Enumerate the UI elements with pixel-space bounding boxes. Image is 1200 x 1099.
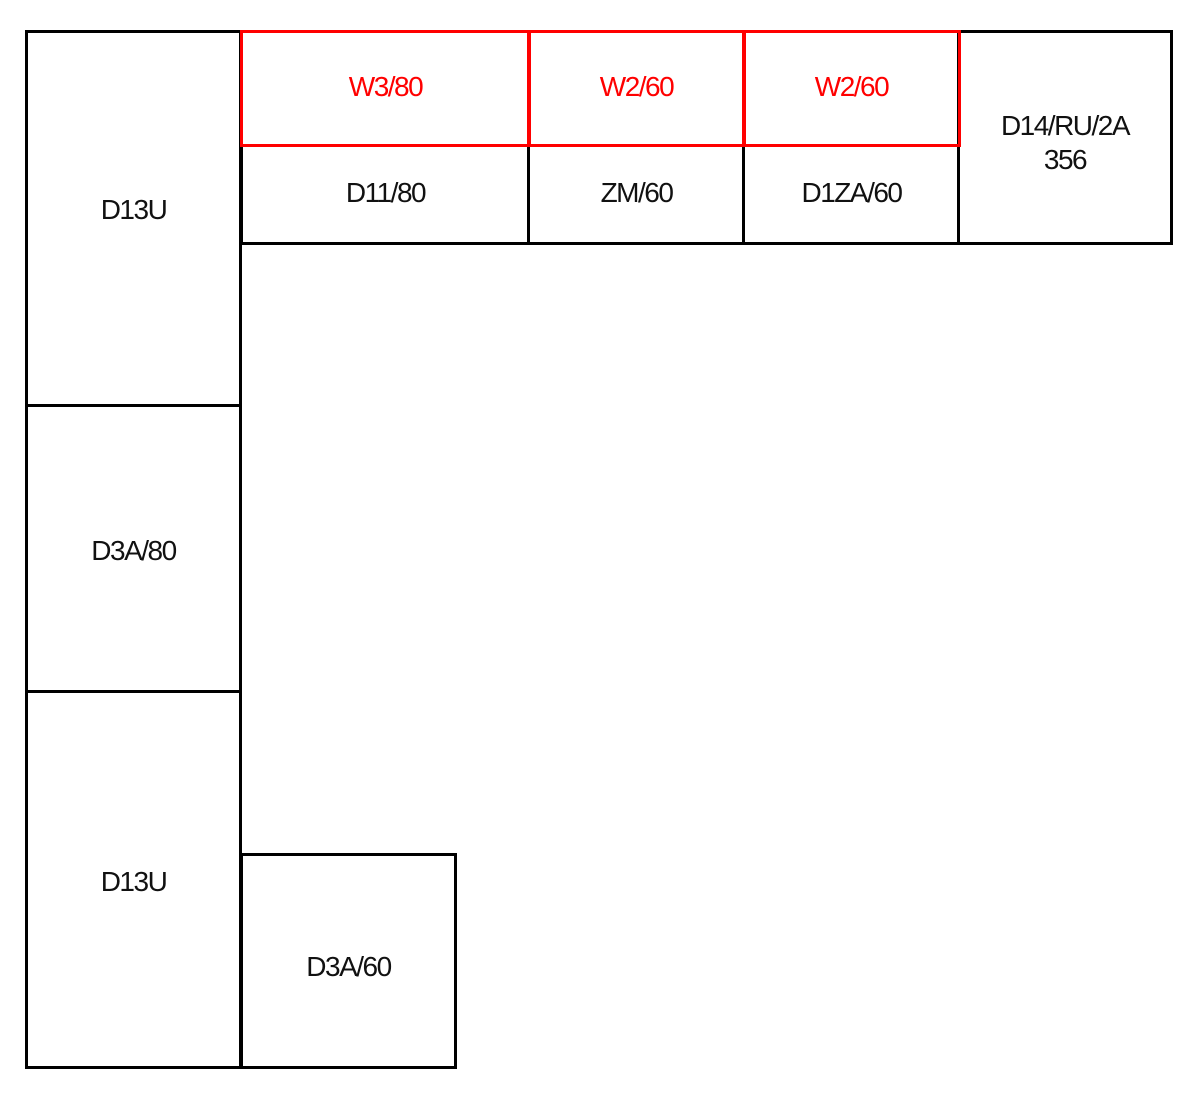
cabinet-label: D3A/80 <box>91 535 177 566</box>
base-cabinet-zm-60[interactable]: ZM/60 <box>527 30 746 245</box>
cabinet-label: D1ZA/60 <box>801 177 904 208</box>
base-cabinet-d3a-60[interactable]: D3A/60 <box>240 853 457 1069</box>
wall-cabinet-w2-60-second[interactable]: W2/60 <box>742 30 961 147</box>
wall-cabinet-w3-80[interactable]: W3/80 <box>240 30 531 147</box>
cabinet-label: D13U <box>100 866 168 897</box>
wall-cabinet-label: W3/80 <box>348 71 424 102</box>
wall-cabinet-label: W2/60 <box>599 71 675 102</box>
cabinet-label: D3A/60 <box>306 951 392 982</box>
base-cabinet-d11-80[interactable]: D11/80 <box>240 30 531 245</box>
base-cabinet-d13u-bottom[interactable]: D13U <box>25 690 242 1069</box>
cabinet-label: D11/80 <box>345 177 427 208</box>
base-cabinet-d13u-top[interactable]: D13U <box>25 30 242 408</box>
cabinet-label: D13U <box>100 194 168 225</box>
base-cabinet-d3a-80[interactable]: D3A/80 <box>25 404 242 694</box>
cabinet-label: ZM/60 <box>600 177 674 208</box>
wall-cabinet-label: W2/60 <box>814 71 890 102</box>
wall-cabinet-w2-60-first[interactable]: W2/60 <box>527 30 746 147</box>
base-cabinet-d14-ru-2a[interactable]: D14/RU/2A 356 <box>957 30 1173 245</box>
cabinet-dimension-label: 356 <box>1043 144 1088 175</box>
cabinet-label: D14/RU/2A <box>1000 110 1131 141</box>
